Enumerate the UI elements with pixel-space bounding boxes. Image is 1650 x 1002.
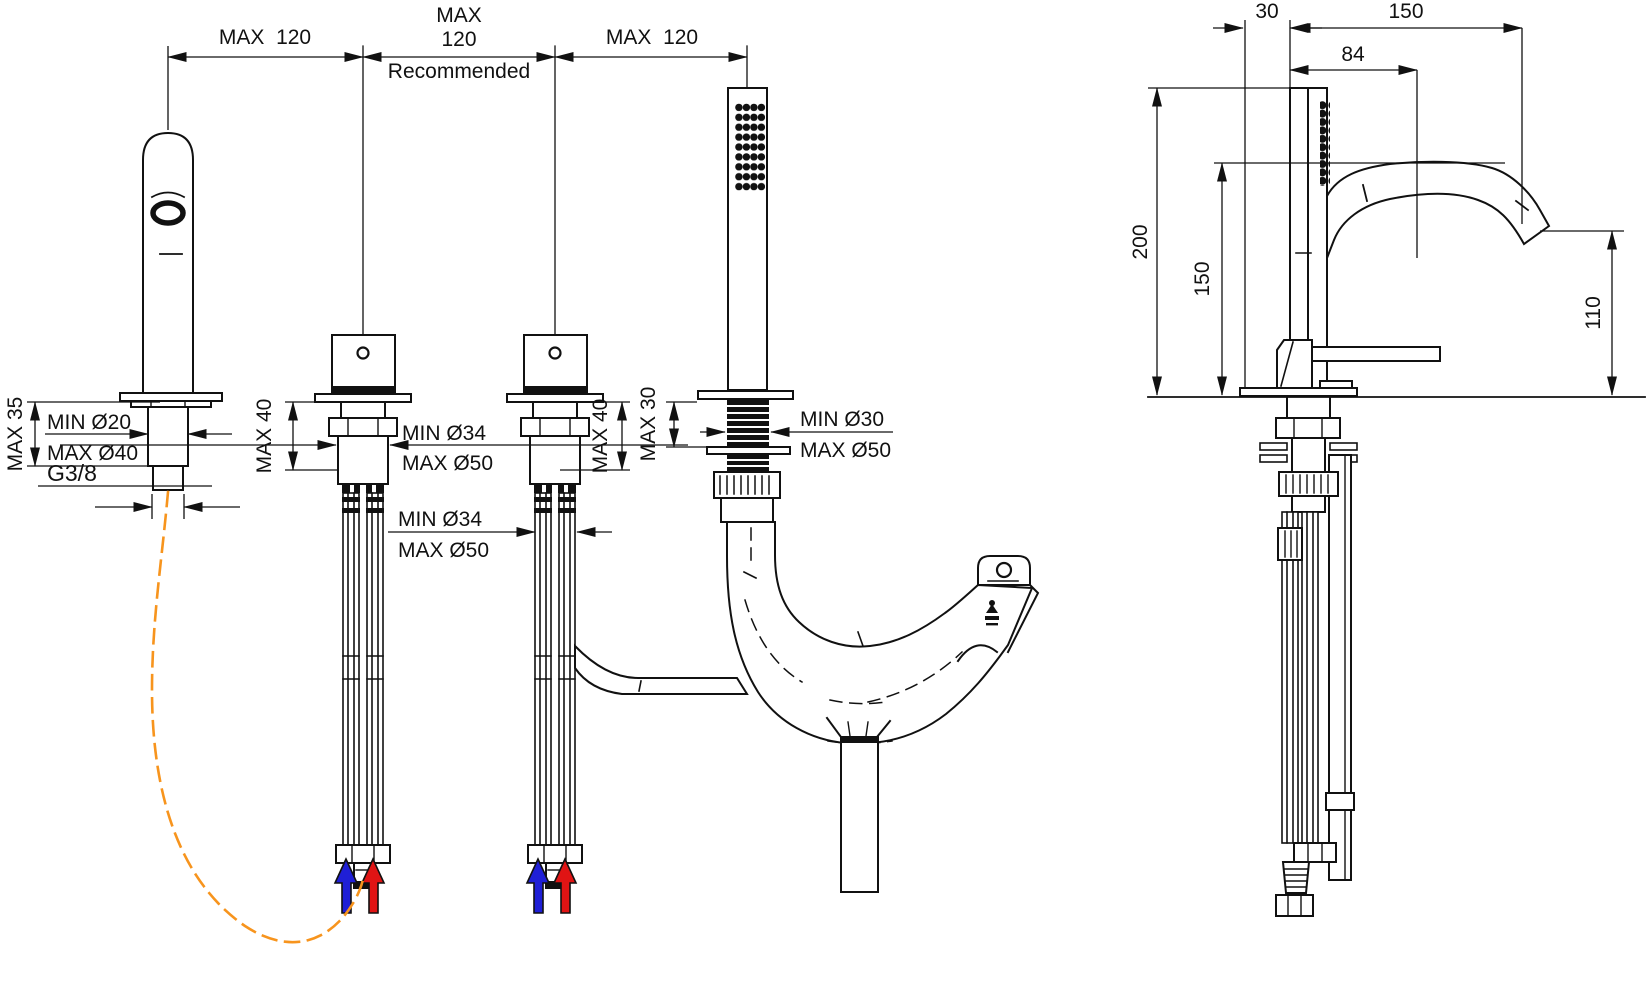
dim-valve1-hole-min: MIN Ø34 (402, 422, 486, 445)
parts-layer (119, 44, 1646, 944)
handshower-washer (706, 446, 791, 455)
dim-spacing-right: MAX 120 (606, 26, 698, 49)
side-view (1147, 87, 1646, 917)
valve-locknut (328, 417, 398, 437)
spout-connection-hose (150, 490, 365, 944)
valve-body (337, 435, 389, 485)
dim-spacing-mid-2: 120 (441, 28, 476, 51)
bracket-hole-icon (995, 561, 1013, 579)
valve-front-2 (505, 44, 605, 915)
dim-shower-deck: MAX 30 (637, 387, 660, 462)
dim-side-height-outlet: 110 (1582, 296, 1605, 329)
hose-nut (335, 844, 391, 864)
front-view (119, 44, 1040, 944)
handshower-flange (697, 390, 794, 400)
dim-spacing-left: MAX 120 (219, 26, 311, 49)
side-hoses (1281, 511, 1319, 844)
brand-logo-icon (985, 600, 999, 626)
side-shower-hose (1328, 454, 1352, 881)
valve-hoses (342, 492, 384, 846)
dim-spout-hole-max: MAX Ø40 (47, 442, 138, 465)
valve-handle-dot-icon (356, 346, 370, 360)
dim-side-reach-spout: 84 (1341, 43, 1365, 66)
side-underdeck (1259, 395, 1358, 917)
dim-side-reach-total: 150 (1388, 0, 1423, 23)
dimension-labels: MAX 120 MAX 120 Recommended MAX 120 MAX … (4, 0, 1605, 562)
side-lever (1276, 339, 1441, 390)
handshower-front (697, 45, 1040, 893)
dim-side-offset: 30 (1255, 0, 1278, 23)
side-spout (1326, 160, 1551, 259)
dim-shower-hole-min: MIN Ø30 (800, 408, 884, 431)
spout-outlet-icon (150, 200, 186, 226)
fixing-bracket (956, 555, 1040, 663)
valve-flange (314, 393, 412, 403)
spout-shoulder-line (150, 191, 186, 199)
dim-spout-deck: MAX 35 (4, 397, 27, 472)
handshower-shank (726, 400, 770, 472)
dim-shower-hole-max: MAX Ø50 (800, 439, 891, 462)
lever-bar (1311, 346, 1441, 362)
spout-front (119, 131, 223, 491)
side-knurled-ring (1278, 471, 1339, 497)
spray-nozzles-icon (735, 102, 765, 192)
dim-side-height-spout: 150 (1191, 261, 1214, 296)
handshower-collar (720, 497, 774, 523)
dim-spout-hole-min: MIN Ø20 (47, 411, 131, 434)
dim-valve2-hole-max: MAX Ø50 (398, 539, 489, 562)
handshower-supply-pipe (574, 643, 749, 695)
side-flange (1239, 387, 1358, 397)
spout-shank (147, 406, 189, 467)
side-spray-beads-icon (1320, 101, 1330, 186)
dim-spacing-mid-3: Recommended (388, 60, 530, 83)
valve-handle (331, 334, 396, 394)
spout-base-flange (119, 392, 223, 402)
dim-valve2-hole-min: MIN Ø34 (398, 508, 482, 531)
valve-front (314, 45, 412, 914)
dim-spout-thread: G3/8 (47, 460, 97, 486)
hose-outlet (825, 716, 892, 893)
dim-valve2-deck: MAX 40 (589, 399, 612, 474)
dim-valve1-hole-max: MAX Ø50 (402, 452, 493, 475)
dim-valve1-deck: MAX 40 (253, 399, 276, 474)
dim-spacing-mid-1: MAX (436, 4, 482, 27)
dim-side-height-body: 200 (1129, 224, 1152, 259)
hose-guide-body (726, 521, 1034, 745)
dimension-lines (27, 20, 1624, 538)
handshower-knurled-nut (713, 471, 781, 499)
